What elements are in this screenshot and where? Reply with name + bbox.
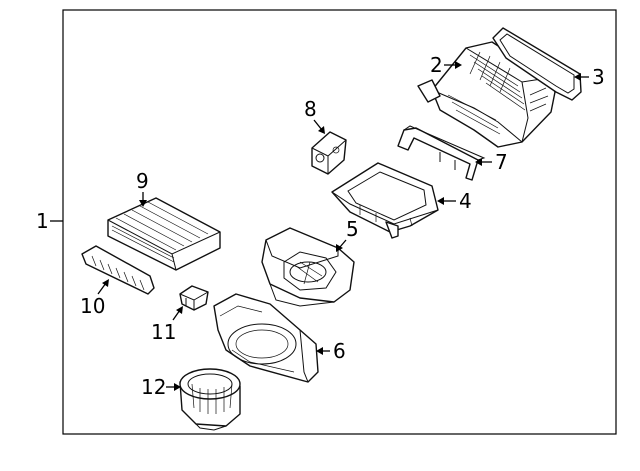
callout-12: 12 — [141, 375, 181, 399]
part-3-seal-gasket — [492, 27, 582, 101]
part-6-blower-case-lower — [213, 293, 319, 383]
callout-2-label: 2 — [430, 53, 443, 77]
callout-3: 3 — [574, 65, 605, 89]
part-5-blower-case-upper — [261, 227, 355, 307]
callout-4-label: 4 — [459, 189, 472, 213]
callout-7: 7 — [475, 150, 508, 174]
callout-6: 6 — [316, 339, 346, 363]
assembly-frame — [62, 9, 617, 435]
callout-3-label: 3 — [592, 65, 605, 89]
part-12-blower-motor — [179, 368, 241, 431]
callout-7-label: 7 — [495, 150, 508, 174]
callout-5-label: 5 — [346, 217, 359, 241]
part-10-filter-cover — [81, 245, 155, 295]
callout-4: 4 — [437, 189, 472, 213]
part-8-actuator — [311, 131, 347, 175]
callout-11: 11 — [151, 306, 183, 344]
callout-11-label: 11 — [151, 320, 176, 344]
part-7-bracket — [397, 125, 486, 181]
callout-5: 5 — [336, 217, 359, 252]
callout-12-label: 12 — [141, 375, 166, 399]
callout-9-label: 9 — [136, 169, 149, 193]
callout-10-label: 10 — [80, 294, 105, 318]
callout-8-label: 8 — [304, 97, 317, 121]
callout-6-label: 6 — [333, 339, 346, 363]
callout-10: 10 — [80, 279, 109, 318]
callout-8: 8 — [304, 97, 325, 134]
callout-1-label: 1 — [36, 209, 49, 233]
callout-2: 2 — [430, 53, 462, 77]
part-4-case — [331, 162, 439, 239]
part-11-resistor — [179, 285, 209, 311]
callout-1: 1 — [36, 209, 63, 233]
part-9-cabin-filter — [107, 197, 221, 271]
callout-9: 9 — [136, 169, 149, 207]
